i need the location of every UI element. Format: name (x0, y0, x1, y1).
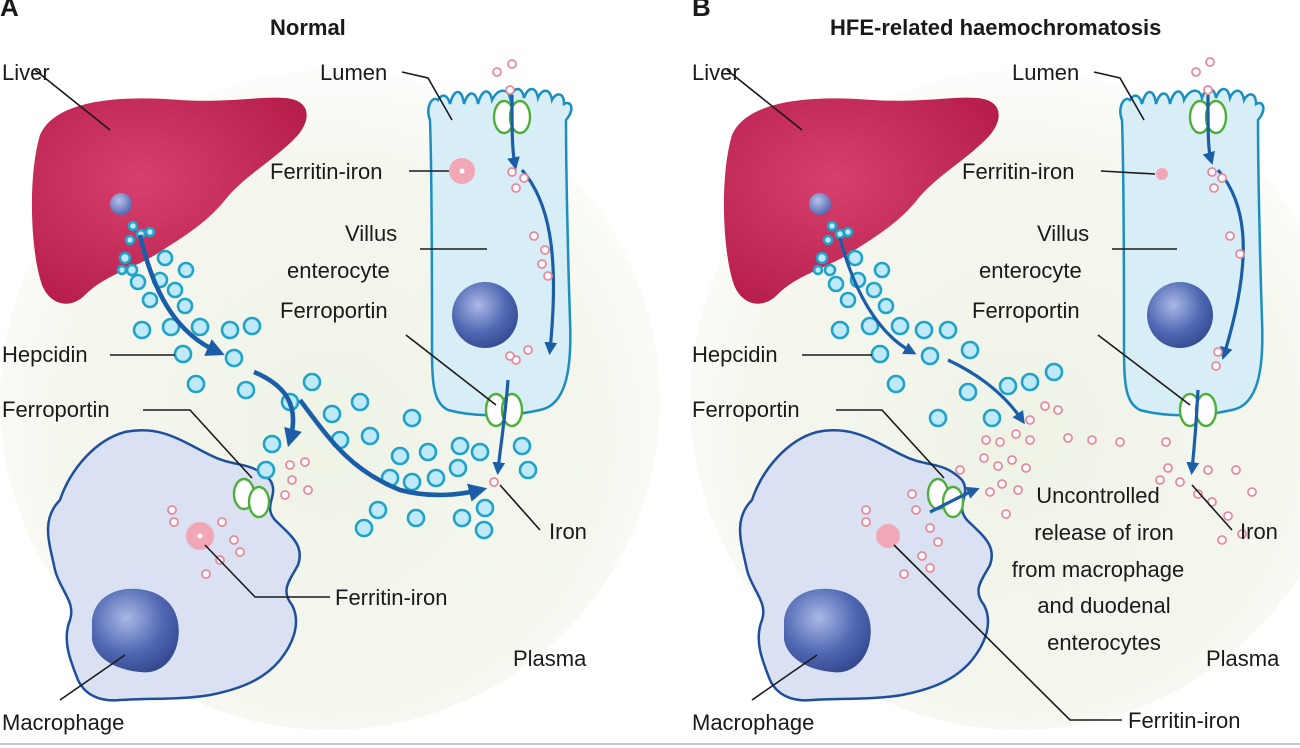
label-liver: Liver (692, 60, 740, 85)
panel-title-b: HFE-related haemochromatosis (830, 15, 1161, 40)
label-ferritin-iron-top: Ferritin-iron (962, 159, 1074, 184)
panel-letter-b: B (692, 0, 711, 22)
enterocyte-nucleus (1147, 282, 1213, 348)
ferritin-iron-granule-bottom (876, 524, 900, 548)
label-lumen: Lumen (320, 60, 387, 85)
label-hepcidin: Hepcidin (692, 342, 778, 367)
label-plasma: Plasma (1206, 646, 1280, 671)
ferritin-iron-core-bottom (198, 534, 203, 539)
label-macrophage: Macrophage (2, 710, 124, 735)
ferritin-iron-granule-top (1156, 168, 1168, 180)
caption-line-3: from macrophage (1012, 557, 1184, 582)
panel-a: A Normal Liver Lumen Ferritin-iron Villu… (0, 0, 660, 735)
label-enterocyte: enterocyte (287, 258, 390, 283)
caption-line-4: and duodenal (1037, 593, 1170, 618)
label-lumen: Lumen (1012, 60, 1079, 85)
label-ferritin-iron-bottom: Ferritin-iron (335, 585, 447, 610)
label-ferroportin-left: Ferroportin (2, 397, 110, 422)
label-macrophage: Macrophage (692, 710, 814, 735)
label-ferroportin-top: Ferroportin (280, 298, 388, 323)
label-villus: Villus (345, 221, 397, 246)
ferritin-iron-core-top (460, 169, 465, 174)
label-iron: Iron (1240, 519, 1278, 544)
label-hepcidin: Hepcidin (2, 342, 88, 367)
panel-letter-a: A (0, 0, 19, 22)
panel-title-a: Normal (270, 15, 346, 40)
label-plasma: Plasma (513, 646, 587, 671)
label-ferroportin-left: Ferroportin (692, 397, 800, 422)
label-liver: Liver (2, 60, 50, 85)
liver-nucleus (110, 193, 132, 215)
label-ferroportin-top: Ferroportin (972, 298, 1080, 323)
caption-line-5: enterocytes (1047, 630, 1161, 655)
macrophage-nucleus (784, 589, 871, 673)
label-iron: Iron (549, 519, 587, 544)
villus-enterocyte-cell (428, 89, 571, 415)
label-ferritin-iron-bottom: Ferritin-iron (1128, 708, 1240, 733)
enterocyte-nucleus (452, 282, 518, 348)
label-villus: Villus (1037, 221, 1089, 246)
panel-b: B HFE-related haemochromatosis Liver Lum… (690, 0, 1300, 735)
caption-line-1: Uncontrolled (1036, 483, 1160, 508)
liver-nucleus (809, 193, 831, 215)
label-ferritin-iron-top: Ferritin-iron (270, 159, 382, 184)
label-enterocyte: enterocyte (979, 258, 1082, 283)
caption-line-2: release of iron (1034, 520, 1173, 545)
macrophage-nucleus (92, 589, 179, 673)
